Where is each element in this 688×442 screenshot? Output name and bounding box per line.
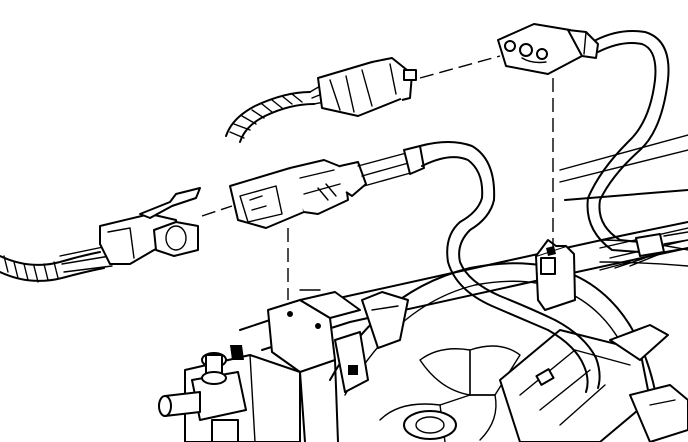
main-harness-wire [419, 141, 601, 393]
cooling-fan [379, 345, 521, 442]
fan-hub [403, 410, 457, 440]
fan-motor [499, 324, 688, 442]
left-harness-connector [0, 187, 201, 283]
sensor-housing [158, 345, 301, 442]
fan-motor-connector [497, 23, 599, 75]
mounting-bracket-left [267, 291, 369, 442]
fan-harness-loop [586, 30, 688, 257]
upper-harness-connector [225, 57, 417, 143]
mounting-bracket-right [535, 239, 576, 311]
main-harness-connector [229, 145, 425, 229]
alignment-lines [201, 55, 554, 300]
